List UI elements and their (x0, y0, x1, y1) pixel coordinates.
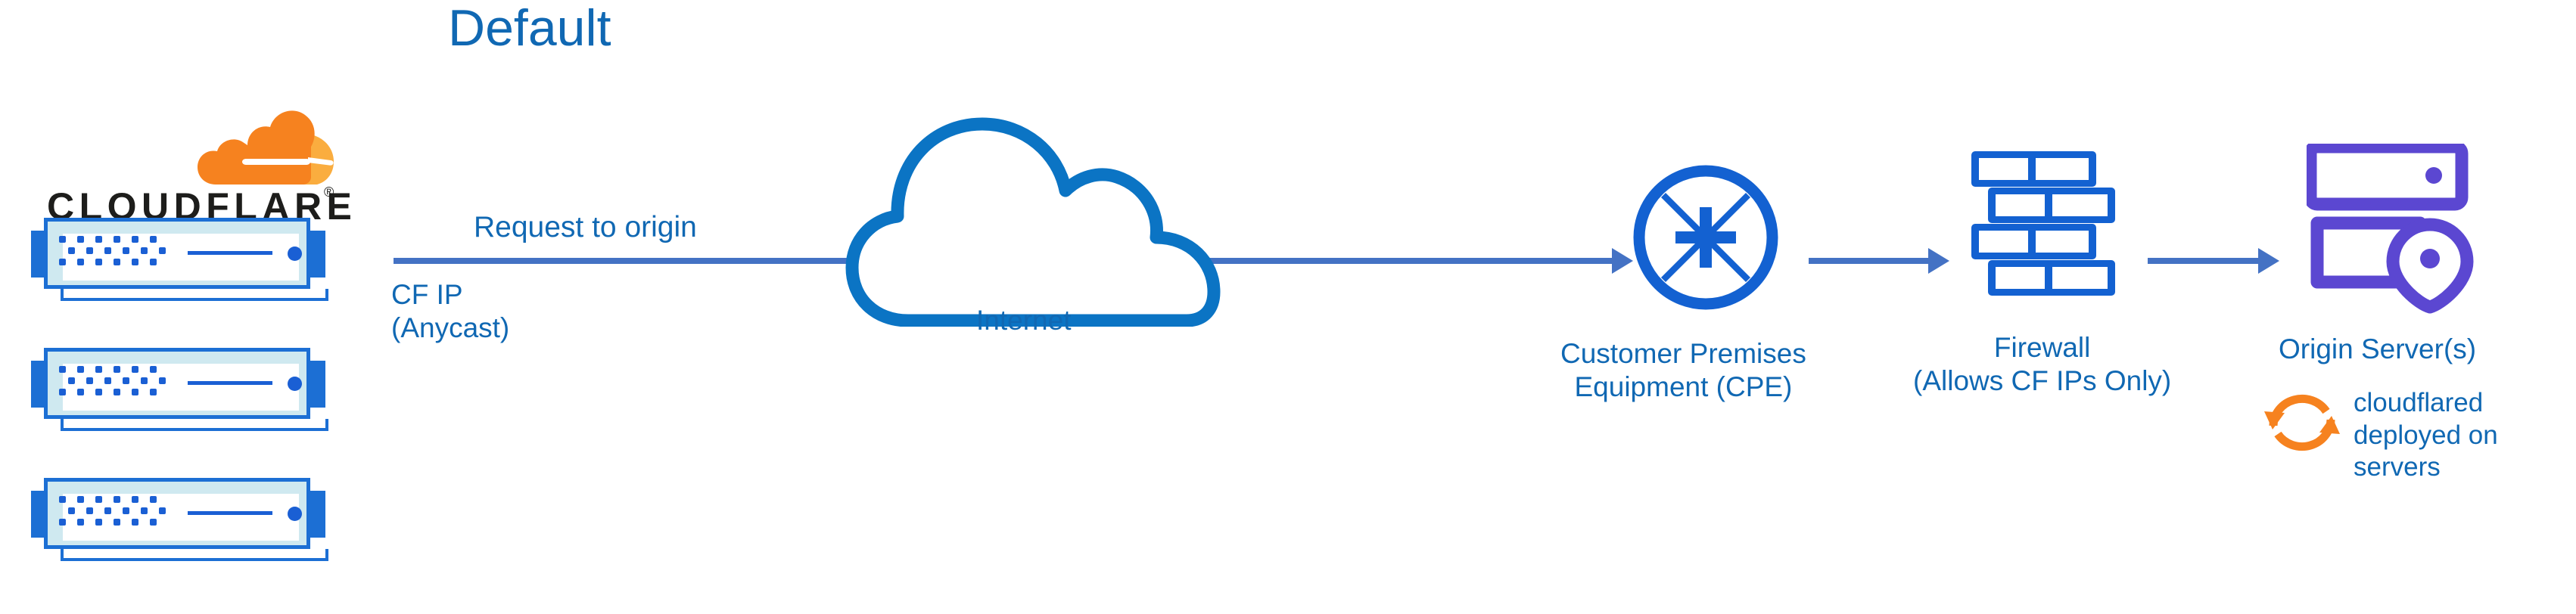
rack-faceplate (63, 494, 299, 541)
label-internet: Internet (976, 305, 1072, 336)
label-cloudflared: cloudflared deployed on servers (2354, 388, 2498, 482)
page-title: Default (448, 0, 611, 57)
sync-arrows-icon (2263, 384, 2341, 460)
arrow-head-to-origin (2258, 248, 2279, 274)
server-rack-icon (27, 218, 330, 302)
rack-mount-ear-right (309, 491, 325, 538)
rack-status-line (188, 381, 272, 385)
rack-status-line (188, 251, 272, 255)
label-firewall: Firewall (Allows CF IPs Only) (1913, 332, 2172, 396)
arrow-head-to-cpe (1612, 248, 1633, 274)
rack-led-indicator (288, 377, 302, 391)
brick-wall-icon (1971, 151, 2126, 302)
rack-mount-ear-left (31, 491, 48, 538)
rack-mount-ear-right (309, 361, 325, 408)
rack-base-shelf (61, 289, 328, 301)
cloud-outline-icon (838, 107, 1270, 327)
flow-line-cpe-to-firewall (1809, 258, 1930, 264)
registered-trademark-symbol: ® (324, 185, 334, 200)
rack-base-shelf (61, 419, 328, 431)
rack-faceplate (63, 234, 299, 281)
rack-led-indicator (288, 247, 302, 261)
arrow-head-to-firewall (1928, 248, 1949, 274)
rack-led-indicator (288, 507, 302, 521)
label-request-to-origin: Request to origin (474, 211, 697, 243)
rack-status-line (188, 511, 272, 515)
rack-mount-ear-left (31, 231, 48, 278)
cloudflare-cloud-icon (198, 106, 341, 191)
rack-faceplate (63, 364, 299, 411)
rack-mount-ear-right (309, 231, 325, 278)
server-rack-icon (27, 348, 330, 433)
label-cf-ip: CF IP (Anycast) (391, 279, 510, 343)
router-four-arrows-icon (1630, 162, 1781, 313)
cloudflare-logo: CLOUDFLARE ® (27, 106, 352, 228)
label-origin-server: Origin Server(s) (2279, 333, 2477, 364)
server-rack-icon (27, 478, 330, 563)
flow-line-firewall-to-origin (2148, 258, 2260, 264)
rack-mount-ear-left (31, 361, 48, 408)
server-location-pin-icon (2304, 140, 2481, 314)
rack-base-shelf (61, 549, 328, 561)
label-cpe: Customer Premises Equipment (CPE) (1560, 338, 1806, 402)
